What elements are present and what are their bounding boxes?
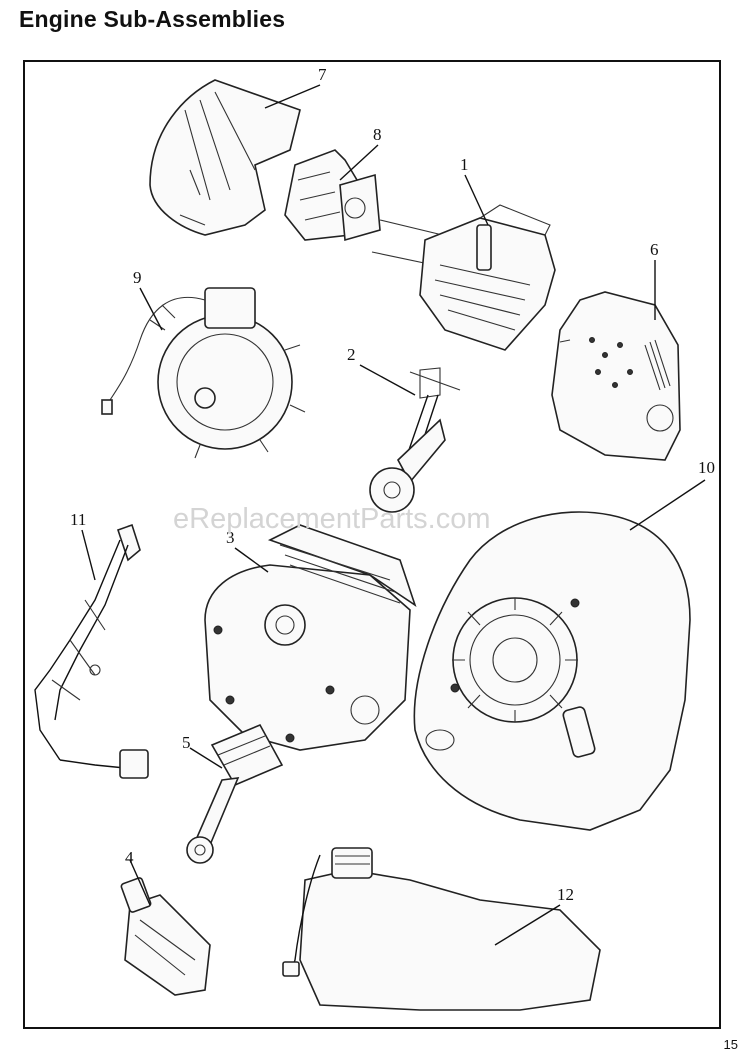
leader-lines <box>81 84 706 946</box>
leader-3 <box>234 547 269 573</box>
diagram-frame <box>23 60 721 1029</box>
part-9-flywheel <box>101 287 306 459</box>
callout-7: 7 <box>318 65 327 84</box>
leader-10 <box>629 479 706 531</box>
leader-8 <box>339 144 379 181</box>
part-7-cover <box>149 79 301 236</box>
callout-2: 2 <box>347 345 356 364</box>
callout-3: 3 <box>226 528 235 547</box>
callout-8: 8 <box>373 125 382 144</box>
part-3-crankcase <box>204 524 417 751</box>
leader-9 <box>139 287 163 331</box>
part-12-fuel-tank <box>282 847 601 1011</box>
callout-10: 10 <box>698 458 715 477</box>
part-4-crankshaft <box>120 877 211 996</box>
callout-labels: 7 8 1 6 9 2 10 11 3 5 4 12 <box>70 65 715 904</box>
callout-6: 6 <box>650 240 659 259</box>
part-11-throttle-linkage <box>34 523 149 779</box>
watermark-text: eReplacementParts.com <box>173 503 491 535</box>
part-2-valve-train <box>369 367 461 513</box>
leader-7 <box>264 84 321 109</box>
page-title: Engine Sub-Assemblies <box>19 6 286 32</box>
leader-12 <box>494 904 561 946</box>
part-6-muffler <box>551 291 681 461</box>
leader-4 <box>129 859 151 906</box>
page-number: 15 <box>723 1037 738 1052</box>
callout-4: 4 <box>125 848 134 867</box>
leader-11 <box>81 529 96 581</box>
leader-1 <box>464 174 489 226</box>
callout-5: 5 <box>182 733 191 752</box>
part-5-piston-rod <box>186 723 284 864</box>
leader-5 <box>189 747 223 769</box>
callout-12: 12 <box>557 885 574 904</box>
part-10-recoil-cover <box>413 511 691 831</box>
leader-2 <box>359 364 416 396</box>
part-1-cylinder-head <box>371 204 556 351</box>
callout-11: 11 <box>70 510 86 529</box>
callout-1: 1 <box>460 155 469 174</box>
part-8-carburetor <box>284 149 381 242</box>
callout-9: 9 <box>133 268 142 287</box>
